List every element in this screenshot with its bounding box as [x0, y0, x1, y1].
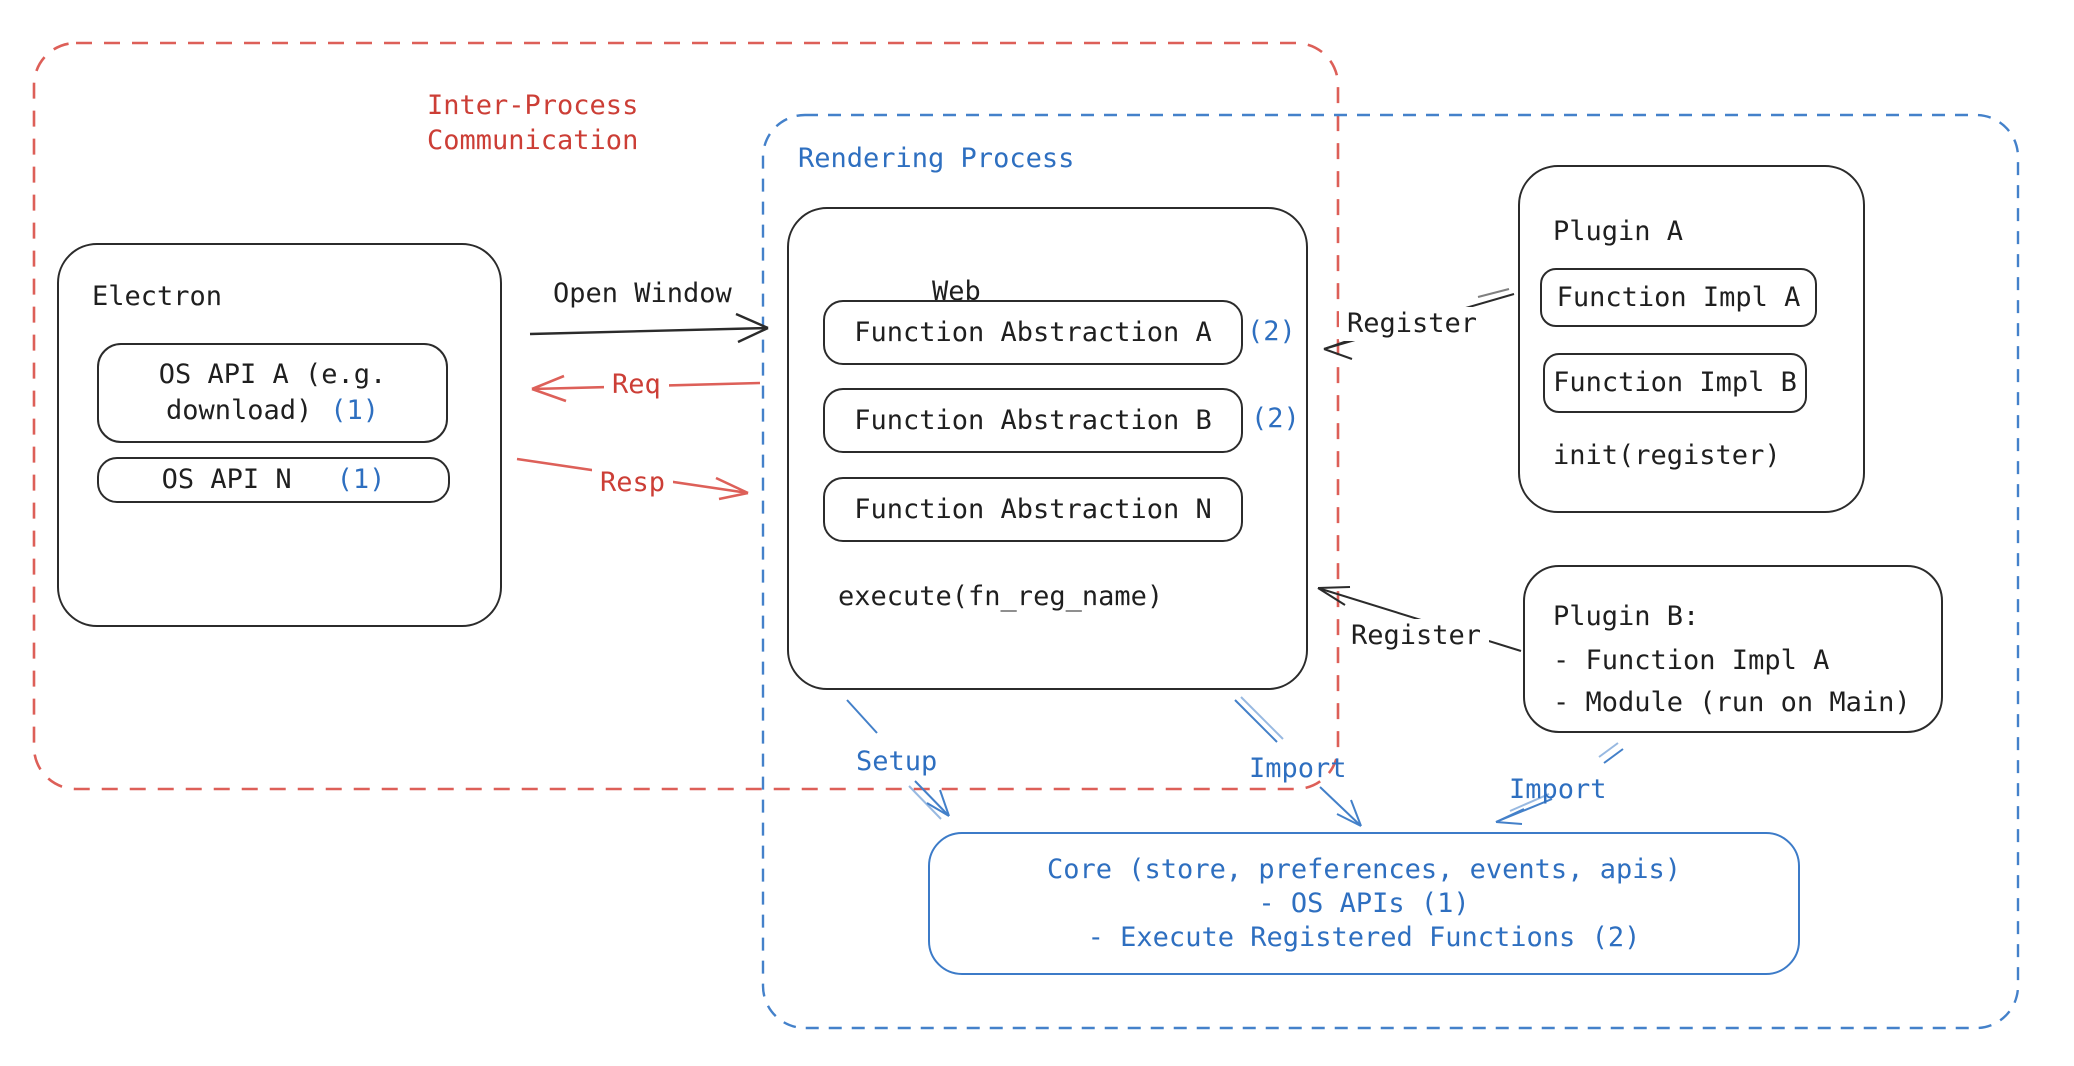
os-api-n-badge: (1): [336, 464, 386, 496]
os-api-a-box: OS API A (e.g. download) (1): [97, 343, 448, 443]
plugin-b-item-2: - Module (run on Main): [1553, 687, 1911, 718]
plugin-a-title: Plugin A: [1553, 216, 1684, 247]
electron-title: Electron: [92, 281, 223, 312]
function-impl-a-label: Function Impl A: [1556, 281, 1801, 313]
core-line-2: - OS APIs (1): [1258, 887, 1470, 919]
import-middle-arrow: [1234, 696, 1362, 827]
open-window-label: Open Window: [553, 278, 732, 309]
plugin-b-box: [1523, 565, 1943, 733]
function-abstraction-a-label: Function Abstraction A: [854, 316, 1212, 348]
plugin-a-box: [1518, 165, 1865, 513]
function-abstraction-b-box: Function Abstraction B: [823, 388, 1243, 453]
core-line-1: Core (store, preferences, events, apis): [1047, 853, 1681, 885]
function-abstraction-b-badge: (2): [1251, 403, 1300, 434]
import-right-label: Import: [1509, 774, 1607, 805]
function-abstraction-b-label: Function Abstraction B: [854, 404, 1212, 436]
rendering-dashed-border: [761, 113, 2020, 1030]
function-abstraction-n-label: Function Abstraction N: [854, 493, 1212, 525]
plugin-b-item-1: - Function Impl A: [1553, 645, 1830, 676]
function-impl-b-box: Function Impl B: [1543, 353, 1807, 413]
resp-label: Resp: [592, 466, 674, 500]
function-abstraction-n-box: Function Abstraction N: [823, 477, 1243, 542]
import-middle-label: Import: [1249, 753, 1347, 784]
import-right-arrow: [1495, 742, 1624, 825]
open-window-arrow: [529, 312, 769, 344]
execute-label: execute(fn_reg_name): [838, 581, 1164, 612]
os-api-a-line2: download): [165, 395, 313, 426]
function-abstraction-a-badge: (2): [1247, 316, 1296, 347]
os-api-n-label: OS API N: [161, 464, 292, 496]
core-box: Core (store, preferences, events, apis) …: [928, 832, 1800, 975]
os-api-a-badge: (1): [330, 395, 380, 426]
init-register-label: init(register): [1553, 440, 1781, 471]
core-line-3: - Execute Registered Functions (2): [1087, 921, 1641, 953]
rendering-region-label: Rendering Process: [798, 143, 1075, 174]
function-impl-b-label: Function Impl B: [1553, 367, 1797, 399]
register-bottom-label: Register: [1343, 619, 1490, 653]
os-api-a-line1: OS API A (e.g.: [158, 359, 387, 391]
function-impl-a-box: Function Impl A: [1540, 268, 1817, 327]
setup-label: Setup: [856, 746, 938, 777]
req-label: Req: [604, 368, 669, 402]
function-abstraction-a-box: Function Abstraction A: [823, 300, 1243, 365]
register-top-label: Register: [1339, 307, 1486, 341]
os-api-n-box: OS API N (1): [97, 457, 450, 503]
plugin-b-title: Plugin B:: [1553, 601, 1700, 632]
setup-arrow: [846, 699, 950, 820]
